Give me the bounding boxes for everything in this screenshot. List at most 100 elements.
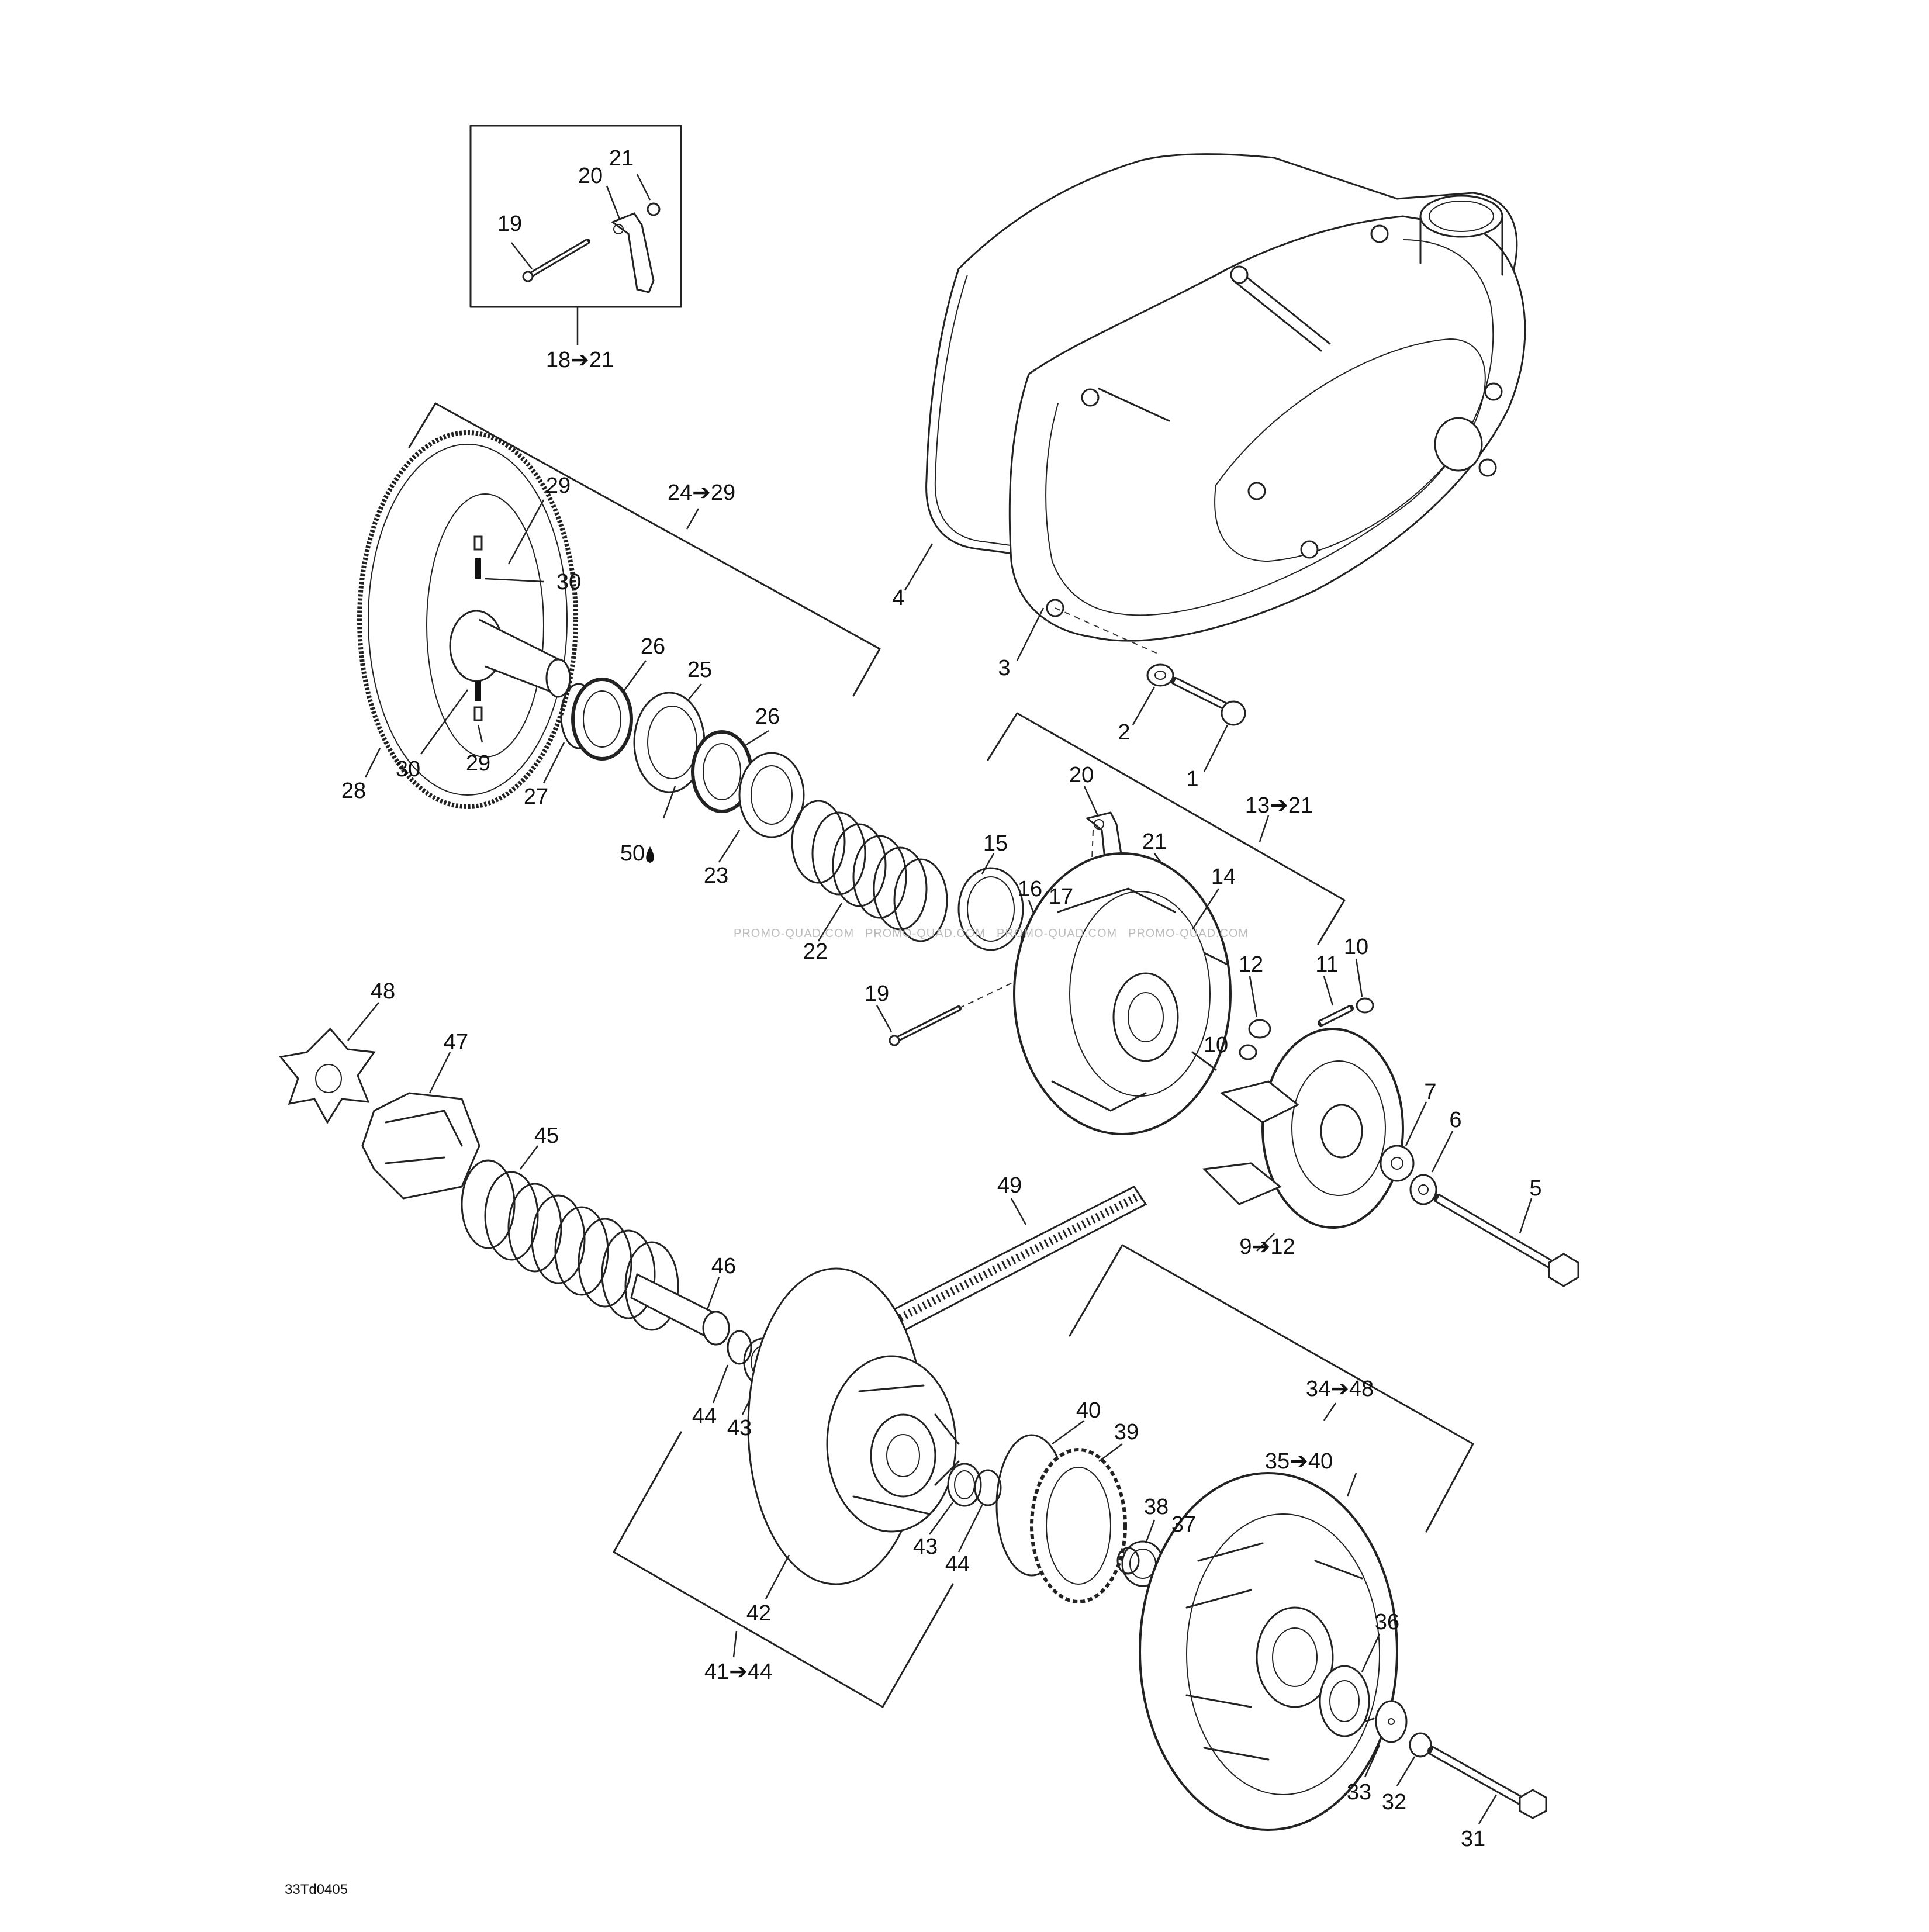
bracket-24-29 (408, 402, 881, 697)
diagram-code: 33Td0405 (285, 1882, 348, 1898)
label-2: 2 (1118, 720, 1130, 745)
label-26a: 26 (641, 634, 665, 659)
part-labels: 1 2 3 4 5 6 7 9➔12 10 10 11 12 13➔21 14 … (341, 146, 1542, 1851)
bushing-15 (957, 853, 1024, 951)
label-25: 25 (687, 658, 712, 682)
drive-pulley-fixed-half-28 (357, 430, 578, 809)
label-29a: 29 (546, 474, 571, 498)
cam-47 (361, 1052, 480, 1200)
label-20-inset: 20 (578, 164, 603, 188)
washer-2 (1132, 663, 1174, 725)
label-21-inset: 21 (609, 146, 634, 171)
label-14: 14 (1211, 865, 1236, 889)
label-30b: 30 (396, 757, 420, 782)
label-27: 27 (524, 784, 548, 809)
label-29b: 29 (466, 751, 490, 776)
label-10b: 10 (1204, 1033, 1228, 1057)
cover-inspection-plug (1434, 417, 1483, 472)
svg-text:PROMO-QUAD.COM: PROMO-QUAD.COM (865, 927, 986, 940)
label-19-inset: 19 (497, 212, 522, 236)
label-40: 40 (1076, 1398, 1101, 1423)
label-46: 46 (711, 1254, 736, 1278)
ring-44a (712, 1330, 752, 1404)
drive-belt-49 (869, 1186, 1147, 1343)
movable-driven-sheave-35-40 (1139, 1472, 1398, 1831)
label-43a: 43 (727, 1416, 752, 1440)
bracket-41-44 (613, 1431, 954, 1708)
label-22: 22 (803, 939, 828, 964)
fixed-driven-sheave-42 (747, 1267, 960, 1599)
bolt-31 (1427, 1746, 1547, 1824)
roller-cage-39 (1030, 1443, 1127, 1603)
label-10a: 10 (1344, 935, 1368, 959)
label-9-12: 9➔12 (1239, 1235, 1295, 1259)
air-intake-tube (1419, 195, 1503, 238)
washer-6 (1409, 1131, 1454, 1205)
label-7: 7 (1424, 1080, 1436, 1104)
governor-cup-9-12 (1202, 1028, 1404, 1252)
washer-32 (1396, 1732, 1432, 1786)
label-42: 42 (746, 1601, 771, 1626)
label-44b: 44 (945, 1552, 970, 1577)
outer-cover-group (904, 153, 1526, 661)
label-32: 32 (1382, 1790, 1406, 1815)
label-49: 49 (997, 1173, 1022, 1198)
bracket-13-21 (987, 712, 1346, 945)
retainer-48 (279, 1002, 379, 1124)
label-19: 19 (865, 981, 889, 1006)
label-4: 4 (892, 586, 904, 610)
label-45: 45 (534, 1124, 559, 1148)
label-28: 28 (341, 779, 366, 803)
label-5: 5 (1529, 1176, 1541, 1201)
label-35-40: 35➔40 (1265, 1449, 1333, 1474)
pin-11 (1318, 976, 1354, 1027)
inset-kit-18-21 (469, 125, 682, 345)
ring-44b (957, 1469, 1002, 1553)
svg-text:PROMO-QUAD.COM: PROMO-QUAD.COM (1128, 927, 1249, 940)
spring-45 (461, 1145, 679, 1331)
bushing-43b (928, 1463, 982, 1535)
bearing-23 (718, 752, 805, 863)
washer-10a (1355, 958, 1374, 1014)
seal-ring-26a (571, 660, 647, 761)
movable-drive-half-14 (1013, 852, 1232, 1135)
svg-text:PROMO-QUAD.COM: PROMO-QUAD.COM (734, 927, 854, 940)
label-31: 31 (1461, 1827, 1485, 1851)
washer-7 (1380, 1101, 1427, 1182)
sliding-bushing-25 (633, 683, 706, 819)
label-48: 48 (371, 979, 395, 1004)
pin-19-inset (522, 239, 590, 282)
shaft-46 (630, 1273, 730, 1346)
label-11: 11 (1315, 952, 1338, 977)
bearing-36 (1319, 1633, 1381, 1737)
label-20: 20 (1069, 763, 1094, 787)
label-23: 23 (704, 863, 728, 888)
label-3: 3 (998, 656, 1010, 680)
label-15: 15 (983, 831, 1008, 856)
label-37: 37 (1171, 1512, 1196, 1537)
label-17: 17 (1049, 884, 1073, 909)
label-36: 36 (1375, 1610, 1399, 1634)
label-21: 21 (1142, 830, 1167, 854)
label-41-44: 41➔44 (704, 1660, 772, 1684)
bolt-1 (1171, 677, 1246, 772)
label-12: 12 (1239, 952, 1263, 977)
bracket-34-48 (1069, 1244, 1474, 1533)
flyweight-lever-20-inset (610, 212, 655, 293)
label-30a: 30 (556, 570, 581, 595)
bolt-5 (1433, 1194, 1579, 1287)
label-39: 39 (1114, 1420, 1139, 1444)
svg-text:PROMO-QUAD.COM: PROMO-QUAD.COM (997, 927, 1117, 940)
label-16: 16 (1018, 877, 1042, 901)
label-33: 33 (1347, 1780, 1371, 1805)
label-26b: 26 (755, 704, 780, 729)
inset-box (469, 125, 682, 308)
label-50: 50 (620, 841, 645, 866)
roller-12 (1248, 976, 1271, 1039)
label-18-21: 18➔21 (546, 348, 614, 372)
washer-33 (1364, 1700, 1408, 1778)
label-43b: 43 (913, 1534, 938, 1559)
washer-10b (1239, 1044, 1257, 1060)
